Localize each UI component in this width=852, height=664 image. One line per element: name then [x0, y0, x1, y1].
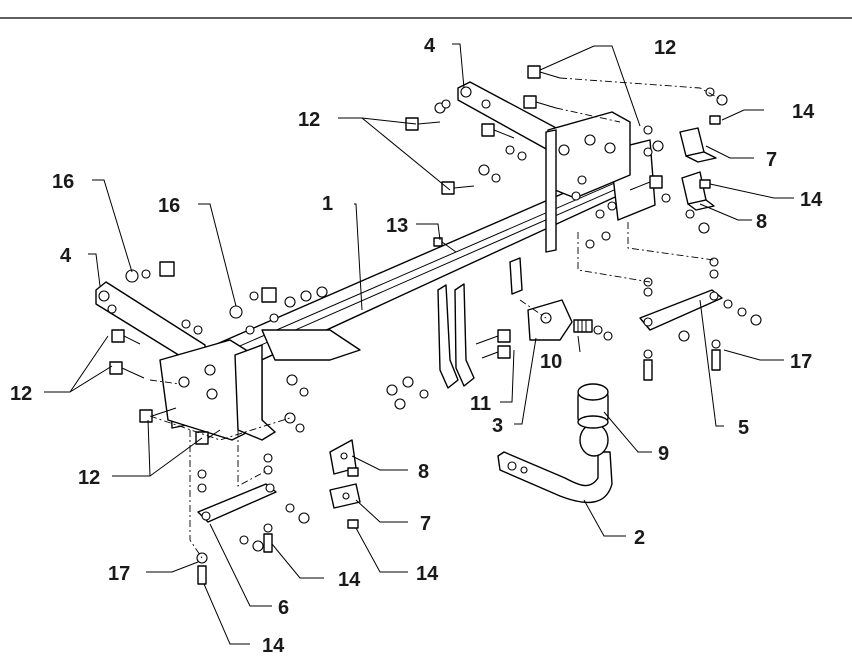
callout-3: 3: [492, 415, 503, 437]
callout-17-left: 17: [108, 563, 130, 585]
callout-14-d: 14: [338, 569, 361, 591]
socket-plate: [527, 299, 573, 341]
callouts: 1 2 3 4 4 5 6 7 7 8 8 9 10 11 12 12 12 1…: [10, 35, 823, 657]
small-bracket-right-7: [679, 127, 717, 163]
callout-10: 10: [540, 351, 562, 373]
callout-14-b: 14: [800, 189, 823, 211]
assembly-lines: [149, 77, 723, 559]
spring-bolt: [573, 319, 613, 341]
callout-12-top: 12: [298, 109, 320, 131]
small-bracket-right-8: [681, 171, 715, 211]
callout-1: 1: [322, 193, 333, 215]
left-hanging-plate: [234, 329, 361, 441]
callout-8-right: 8: [756, 211, 767, 233]
callout-2: 2: [634, 527, 645, 549]
central-hangers: [437, 257, 523, 389]
callout-17-right: 17: [790, 351, 812, 373]
callout-7-right: 7: [766, 149, 777, 171]
tow-ball-neck: [497, 451, 613, 504]
lower-strap-right: [639, 289, 723, 331]
callout-16-a: 16: [52, 171, 74, 193]
callout-14-e: 14: [262, 635, 285, 657]
callout-9: 9: [658, 443, 669, 465]
callout-14-c: 14: [416, 563, 439, 585]
fasteners: [109, 65, 762, 585]
leader-lines: [44, 43, 794, 645]
callout-13: 13: [386, 215, 408, 237]
callout-11: 11: [470, 393, 491, 415]
callout-12-topright: 12: [654, 37, 676, 59]
callout-7-left: 7: [420, 513, 431, 535]
callout-6: 6: [278, 597, 289, 619]
callout-5: 5: [738, 417, 749, 439]
small-bracket-left-7: [329, 483, 361, 509]
callout-16-b: 16: [158, 195, 180, 217]
tow-ball: [577, 383, 609, 457]
callout-12-bottomleft: 12: [78, 467, 100, 489]
callout-8-left: 8: [418, 461, 429, 483]
callout-4-top: 4: [424, 35, 436, 57]
right-bracket-arm: [457, 81, 631, 253]
callout-4-left: 4: [60, 245, 72, 267]
callout-12-left: 12: [10, 383, 32, 405]
callout-14-a: 14: [792, 101, 815, 123]
lower-strap-left: [197, 483, 277, 523]
